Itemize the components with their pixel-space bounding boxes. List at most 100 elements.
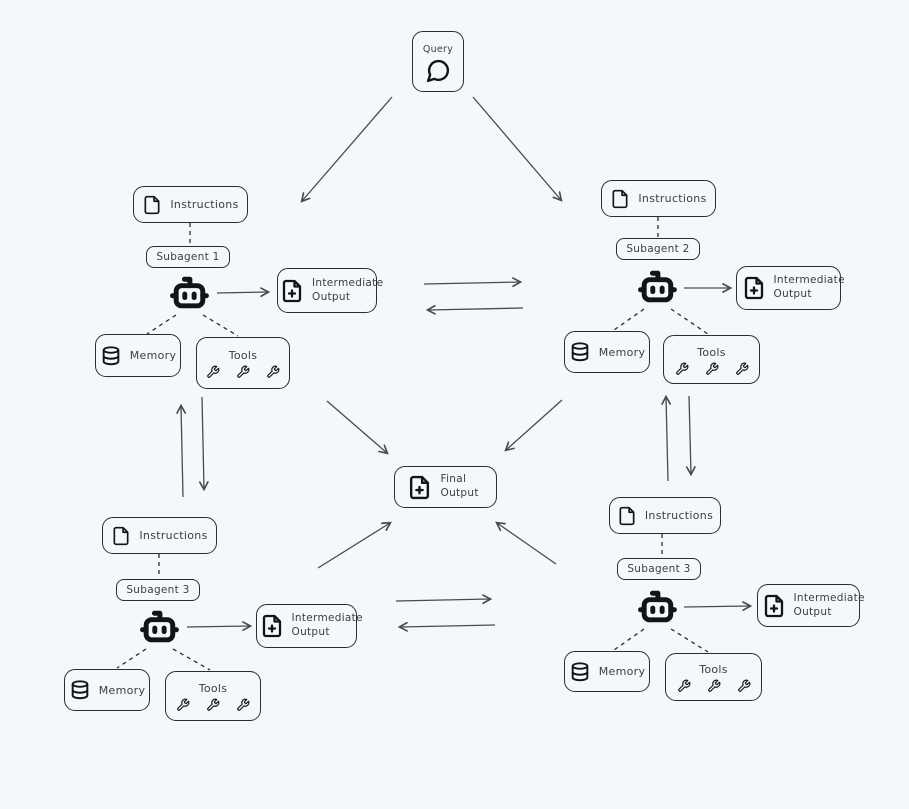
subagent-1-label: Subagent 1 bbox=[156, 251, 220, 263]
subagent-4-box[interactable]: Subagent 3 bbox=[617, 558, 701, 580]
arrow-right-downward bbox=[685, 395, 696, 477]
instructions-box-1[interactable]: Instructions bbox=[133, 186, 248, 223]
intermediate-output-box-4[interactable]: Intermediate Output bbox=[757, 584, 865, 627]
wrench-icons bbox=[675, 362, 749, 376]
dashed-links bbox=[116, 217, 709, 671]
query-node[interactable]: Query bbox=[412, 31, 464, 92]
arrow-robot1-to-output bbox=[216, 287, 271, 298]
robot-icon-3[interactable] bbox=[137, 605, 181, 649]
database-icon bbox=[569, 341, 591, 363]
intermediate-output-box-2[interactable]: Intermediate Output bbox=[736, 266, 845, 310]
memory-box-1[interactable]: Memory bbox=[95, 334, 181, 377]
link-robot2-tools bbox=[670, 308, 709, 335]
tools-box-3[interactable]: Tools bbox=[165, 671, 261, 721]
tools-box-1[interactable]: Tools bbox=[196, 337, 290, 389]
arrow-subagent3-to-final bbox=[317, 521, 392, 569]
document-icon bbox=[610, 189, 630, 209]
wrench-icons bbox=[206, 365, 280, 379]
intermediate-output-label-4: Intermediate Output bbox=[793, 591, 865, 618]
document-icon bbox=[111, 526, 131, 546]
wrench-icon bbox=[677, 679, 691, 693]
tools-label-3: Tools bbox=[198, 682, 228, 695]
link-robot3-tools bbox=[172, 648, 211, 671]
document-plus-icon bbox=[762, 594, 786, 618]
wrench-icon bbox=[705, 362, 719, 376]
subagent-3-box[interactable]: Subagent 3 bbox=[116, 579, 200, 601]
final-output-node[interactable]: Final Output bbox=[394, 466, 497, 508]
link-robot4-tools bbox=[670, 628, 709, 653]
wrench-icon bbox=[735, 362, 749, 376]
arrow-robot3-to-output bbox=[186, 621, 253, 632]
intermediate-output-label-1: Intermediate Output bbox=[312, 276, 384, 303]
tools-box-2[interactable]: Tools bbox=[663, 335, 760, 384]
memory-label-3: Memory bbox=[98, 683, 146, 697]
instructions-label-1: Instructions bbox=[170, 198, 239, 211]
wrench-icon bbox=[236, 365, 250, 379]
arrow-subagent4-to-final bbox=[495, 521, 557, 565]
subagent-1-box[interactable]: Subagent 1 bbox=[146, 246, 230, 268]
instructions-box-4[interactable]: Instructions bbox=[609, 497, 721, 534]
subagent-2-box[interactable]: Subagent 2 bbox=[616, 238, 700, 260]
wrench-icon bbox=[206, 365, 220, 379]
document-plus-icon bbox=[407, 475, 432, 500]
arrow-left-downward bbox=[198, 396, 209, 492]
instructions-label-2: Instructions bbox=[638, 192, 707, 205]
wrench-icons bbox=[176, 698, 250, 712]
subagent-3-label: Subagent 3 bbox=[126, 584, 190, 596]
document-plus-icon bbox=[742, 276, 766, 300]
arrow-left-upward bbox=[176, 403, 187, 498]
link-robot4-memory bbox=[613, 628, 645, 651]
solid-arrows bbox=[176, 96, 753, 632]
wrench-icon bbox=[176, 698, 190, 712]
intermediate-output-label-2: Intermediate Output bbox=[773, 274, 845, 300]
arrow-robot4-to-output bbox=[683, 601, 753, 612]
wrench-icon bbox=[266, 365, 280, 379]
tools-label-4: Tools bbox=[699, 663, 728, 676]
wrench-icon bbox=[737, 679, 751, 693]
link-robot2-memory bbox=[613, 308, 645, 331]
arrow-query-to-subagent2 bbox=[472, 96, 563, 202]
intermediate-output-label-3: Intermediate Output bbox=[291, 612, 363, 638]
arrow-bottom-rightward bbox=[395, 594, 493, 605]
link-robot3-memory bbox=[116, 648, 147, 669]
memory-box-4[interactable]: Memory bbox=[564, 651, 650, 692]
memory-label-2: Memory bbox=[598, 345, 646, 359]
subagent-4-label: Subagent 3 bbox=[627, 563, 691, 575]
arrow-query-to-subagent1 bbox=[300, 96, 393, 203]
link-robot1-tools bbox=[202, 314, 239, 337]
wrench-icon bbox=[206, 698, 220, 712]
query-label: Query bbox=[422, 44, 454, 55]
subagent-2-label: Subagent 2 bbox=[626, 243, 690, 255]
final-output-label: Final Output bbox=[440, 473, 479, 499]
instructions-box-3[interactable]: Instructions bbox=[102, 517, 217, 554]
database-icon bbox=[100, 345, 122, 367]
arrow-bottom-leftward bbox=[397, 621, 496, 632]
memory-box-2[interactable]: Memory bbox=[564, 331, 650, 373]
memory-label-1: Memory bbox=[129, 349, 177, 362]
intermediate-output-box-3[interactable]: Intermediate Output bbox=[256, 604, 363, 648]
link-robot1-memory bbox=[146, 314, 177, 335]
robot-icon-2[interactable] bbox=[635, 265, 679, 309]
document-icon bbox=[142, 195, 162, 215]
tools-label-2: Tools bbox=[697, 345, 726, 359]
wrench-icon bbox=[675, 362, 689, 376]
robot-icon-1[interactable] bbox=[167, 271, 211, 315]
tools-label-1: Tools bbox=[228, 349, 258, 362]
wrench-icon bbox=[236, 698, 250, 712]
tools-box-4[interactable]: Tools bbox=[665, 653, 762, 701]
instructions-label-3: Instructions bbox=[139, 529, 208, 542]
wrench-icons bbox=[677, 679, 751, 693]
memory-label-4: Memory bbox=[598, 665, 646, 678]
instructions-box-2[interactable]: Instructions bbox=[601, 180, 716, 217]
wrench-icon bbox=[707, 679, 721, 693]
intermediate-output-box-1[interactable]: Intermediate Output bbox=[277, 268, 384, 313]
robot-icon-4[interactable] bbox=[635, 585, 679, 629]
arrow-top-leftward bbox=[425, 304, 524, 315]
database-icon bbox=[69, 679, 91, 701]
arrow-right-upward bbox=[661, 394, 672, 482]
document-plus-icon bbox=[260, 614, 284, 638]
instructions-label-4: Instructions bbox=[644, 509, 714, 522]
memory-box-3[interactable]: Memory bbox=[64, 669, 150, 711]
